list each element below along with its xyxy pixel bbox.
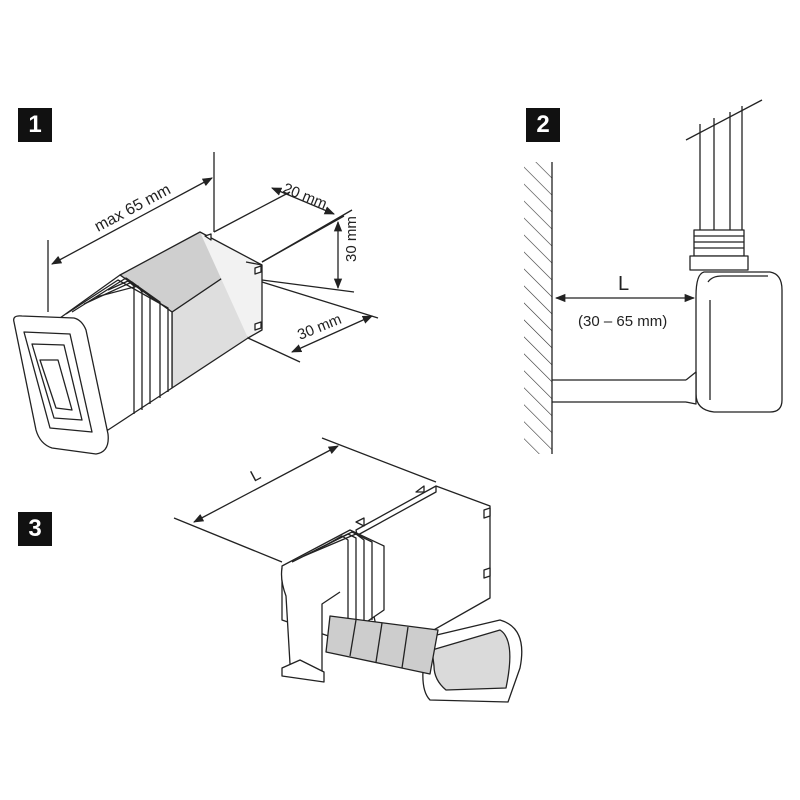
max-length-label: max 65 mm: [92, 181, 174, 235]
L-symbol-step2: L: [618, 273, 629, 295]
L-symbol-step3: L: [248, 466, 264, 485]
step-2-figure: [524, 99, 783, 454]
width-dimension-line: [291, 315, 373, 353]
step-1-badge: 1: [18, 108, 52, 142]
step-3-badge: 3: [18, 512, 52, 546]
height-label: 30 mm: [343, 216, 360, 262]
depth-label: 20 mm: [281, 180, 330, 213]
width-label: 30 mm: [295, 311, 344, 344]
heater-body: [695, 271, 783, 413]
front-frame: [13, 315, 109, 455]
wall: [524, 162, 552, 454]
max-length-dimension-line: [51, 177, 213, 265]
step-1-figure: [13, 152, 379, 455]
L-dimension-line-step3: [193, 445, 339, 523]
L-range-label: (30 – 65 mm): [578, 313, 667, 330]
depth-dimension-line: [271, 187, 335, 215]
step-3-figure: [173, 437, 523, 703]
threaded-fitting: [693, 229, 745, 257]
step-2-badge: 2: [526, 108, 560, 142]
